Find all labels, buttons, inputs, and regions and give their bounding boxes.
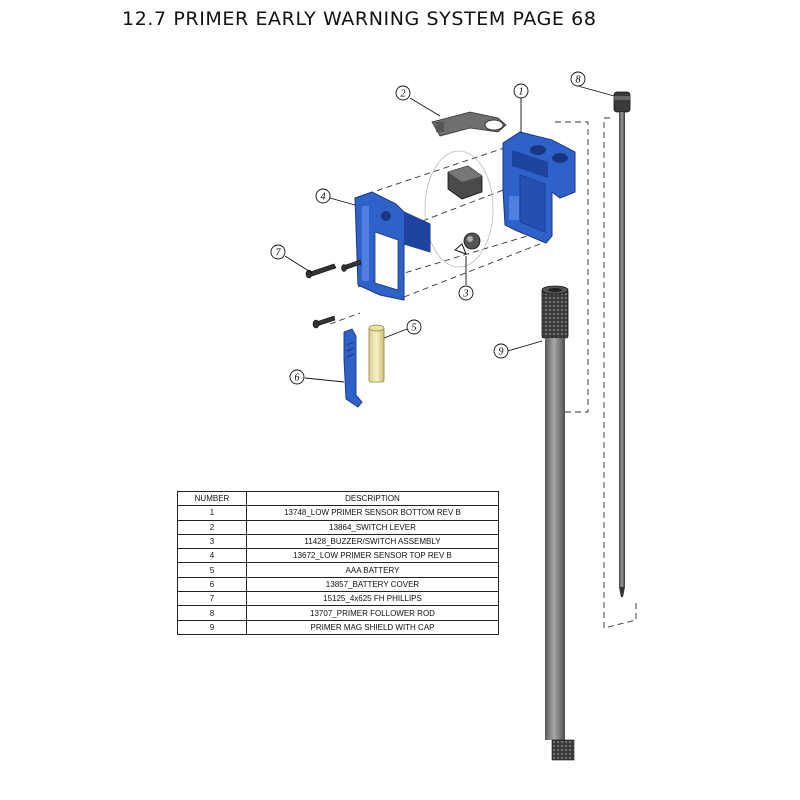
part-description: 13672_LOW PRIMER SENSOR TOP REV B [246,548,499,564]
callout-leaders [284,85,615,383]
part-description: 13857_BATTERY COVER [246,576,499,593]
svg-text:2: 2 [401,89,406,100]
sensor-bottom-part [502,131,576,244]
part-description: 13748_LOW PRIMER SENSOR BOTTOM REV B [246,505,499,521]
part-description: 11428_BUZZER/SWITCH ASSEMBLY [246,533,499,550]
callout-6: 6 [289,369,305,385]
part-description: 13864_SWITCH LEVER [246,519,499,535]
callout-9: 9 [493,343,509,359]
table-row: 1 13748_LOW PRIMER SENSOR BOTTOM REV B [177,505,499,521]
table-row: 9 PRIMER MAG SHIELD WITH CAP [177,619,499,635]
screw-parts [305,259,362,329]
table-row: 5 AAA BATTERY [177,562,499,578]
part-number: 9 [177,619,247,635]
callout-7: 7 [270,244,286,260]
table-row: 3 11428_BUZZER/SWITCH ASSEMBLY [177,533,499,550]
part-description: 15125_4x625 FH PHILLIPS [246,591,499,607]
table-row: 6 13857_BATTERY COVER [177,576,499,593]
aaa-battery-part [368,324,385,383]
part-number: 4 [177,548,247,564]
assembly-guide-lines [329,117,637,629]
table-row: 2 13864_SWITCH LEVER [177,519,499,535]
part-number: 6 [177,576,247,593]
switch-lever-part [431,111,507,137]
callout-2: 2 [395,85,411,101]
svg-text:3: 3 [463,289,469,300]
svg-text:5: 5 [412,323,417,334]
callout-5: 5 [406,319,422,335]
part-number: 8 [177,605,247,621]
table-row: 7 15125_4x625 FH PHILLIPS [177,591,499,607]
parts-list-table: NUMBER DESCRIPTION 1 13748_LOW PRIMER SE… [177,490,499,635]
part-number: 1 [177,505,247,521]
part-description: 13707_PRIMER FOLLOWER ROD [246,605,499,621]
table-header-row: NUMBER DESCRIPTION [177,490,499,507]
battery-cover-part [343,328,363,408]
table-row: 8 13707_PRIMER FOLLOWER ROD [177,605,499,621]
callout-8: 8 [570,71,586,87]
table-row: 4 13672_LOW PRIMER SENSOR TOP REV B [177,548,499,564]
sensor-top-part [354,191,431,301]
svg-text:4: 4 [321,192,326,203]
part-description: AAA BATTERY [246,562,499,578]
mag-shield-part [541,285,575,761]
callout-3: 3 [458,285,474,301]
buzzer-switch-part [424,150,494,268]
svg-text:7: 7 [276,248,282,259]
callout-1: 1 [513,83,529,99]
number-column-header: NUMBER [177,490,247,507]
svg-text:6: 6 [295,373,300,384]
follower-rod-part [613,91,631,597]
page-title: 12.7 PRIMER EARLY WARNING SYSTEM PAGE 68 [122,8,597,30]
part-number: 2 [177,519,247,535]
part-number: 7 [177,591,247,607]
callout-4: 4 [315,188,331,204]
svg-text:8: 8 [576,75,581,86]
part-description: PRIMER MAG SHIELD WITH CAP [246,619,499,635]
svg-text:1: 1 [519,87,524,98]
svg-text:9: 9 [499,347,504,358]
description-column-header: DESCRIPTION [246,490,499,507]
part-number: 3 [177,533,247,550]
part-number: 5 [177,562,247,578]
